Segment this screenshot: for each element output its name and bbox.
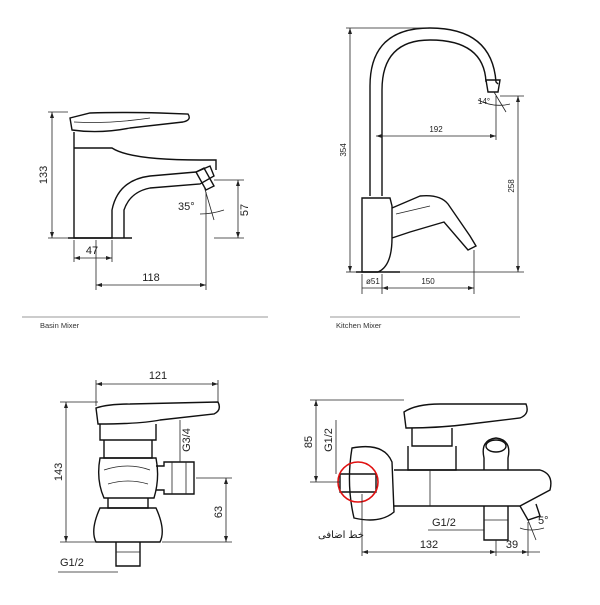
dim-bath-angle: 5° xyxy=(538,515,549,527)
dim-bath-spout-offset: 39 xyxy=(506,539,518,551)
basin-mixer-drawing: 133 57 35° 47 118 xyxy=(38,111,251,290)
dim-kitchen-base-reach: 150 xyxy=(421,277,435,286)
dim-basin-height: 133 xyxy=(38,166,50,184)
dim-kitchen-reach: 192 xyxy=(429,125,443,134)
caption-kitchen-mixer: Kitchen Mixer xyxy=(336,321,382,330)
dim-basin-angle: 35° xyxy=(178,201,195,213)
dim-bath-thread-outlet: G1/2 xyxy=(432,517,456,529)
dim-wall-width: 121 xyxy=(149,370,167,382)
dim-basin-reach: 118 xyxy=(142,272,160,284)
dim-bath-thread-inlet: G1/2 xyxy=(323,428,335,452)
dim-bath-length: 132 xyxy=(420,539,438,551)
wall-mixer-drawing: 121 143 G3/4 63 G1/2 xyxy=(53,370,232,573)
dim-kitchen-spout-height: 258 xyxy=(507,179,516,193)
dim-wall-thread-bottom: G1/2 xyxy=(60,557,84,569)
kitchen-mixer-drawing: 354 258 192 14° ø51 150 xyxy=(339,27,524,294)
bath-mixer-drawing: 85 G1/2 G1/2 132 39 5° خط اضافی xyxy=(303,399,552,556)
caption-basin-mixer: Basin Mixer xyxy=(40,321,80,330)
highlight-circle xyxy=(337,461,379,503)
dim-wall-connection-height: 63 xyxy=(213,506,225,518)
dim-wall-height: 143 xyxy=(53,463,65,481)
dim-basin-spout-height: 57 xyxy=(239,204,251,216)
dim-bath-height: 85 xyxy=(303,436,315,448)
dim-wall-thread-side: G3/4 xyxy=(181,428,193,452)
dim-kitchen-height: 354 xyxy=(339,143,348,157)
dim-basin-base-width: 47 xyxy=(86,245,98,257)
dim-kitchen-base-diameter: ø51 xyxy=(366,277,380,286)
note-extra-line: خط اضافی xyxy=(318,530,364,541)
dim-kitchen-angle: 14° xyxy=(478,97,490,106)
